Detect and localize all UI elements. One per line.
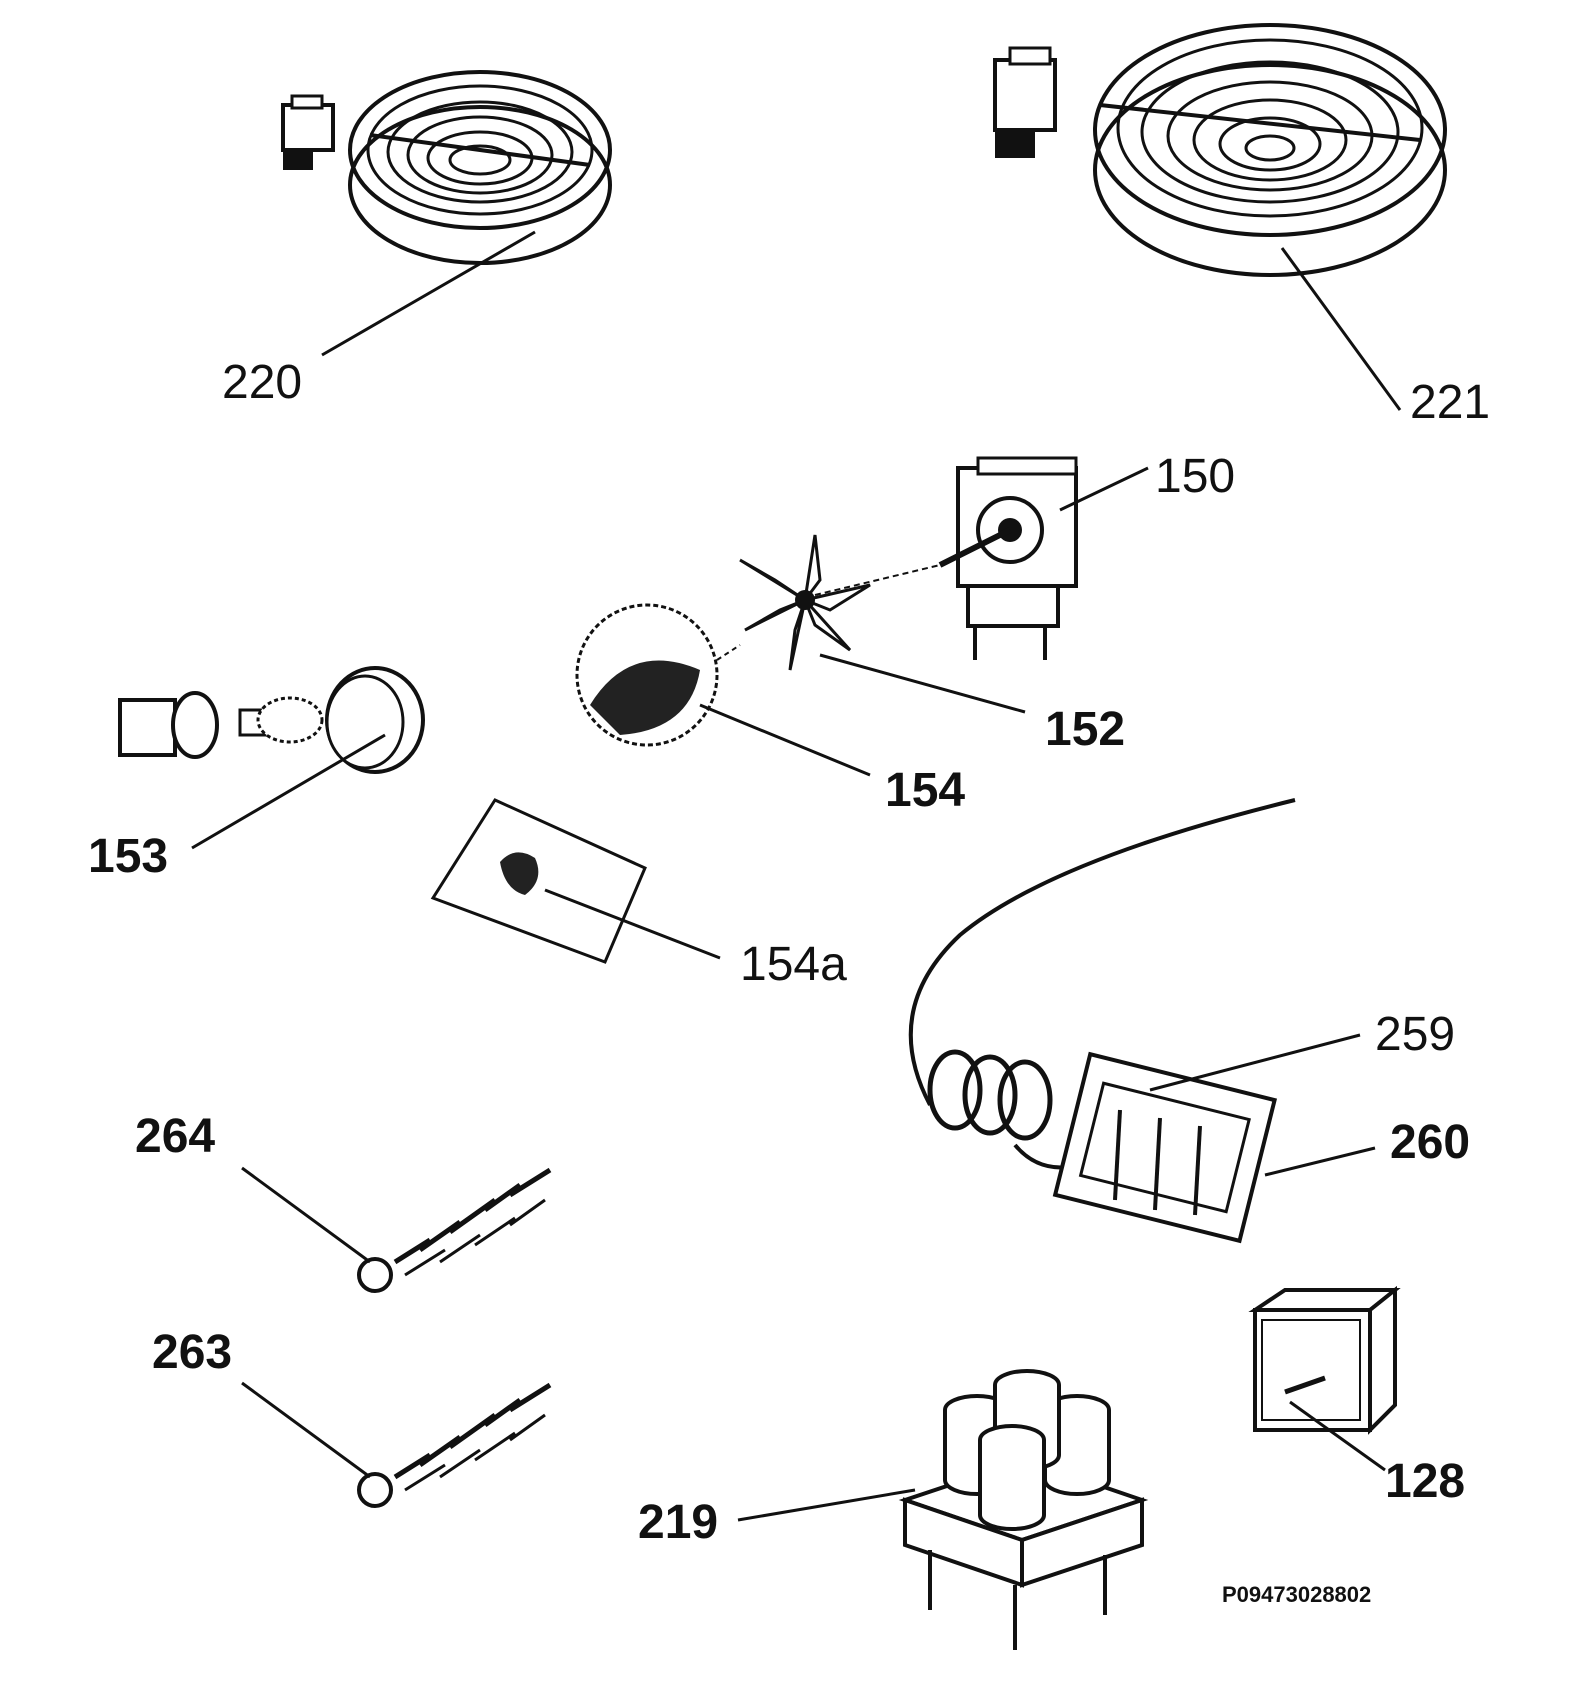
part-259-thermostat[interactable]	[908, 798, 1296, 1244]
part-152-fan-blade[interactable]	[739, 534, 941, 671]
label-220: 220	[222, 356, 302, 409]
leader-152	[819, 653, 1026, 714]
leader-259	[1149, 1033, 1361, 1092]
leader-154	[699, 703, 871, 777]
label-263: 263	[152, 1326, 232, 1379]
label-154a: 154a	[740, 938, 847, 991]
part-221-hotplate[interactable]	[993, 23, 1447, 277]
leader-260	[1264, 1146, 1376, 1177]
leader-221	[1280, 247, 1402, 411]
label-150: 150	[1155, 450, 1235, 503]
leader-154a	[544, 888, 721, 960]
leader-150	[1059, 466, 1149, 512]
label-221: 221	[1410, 376, 1490, 429]
part-153-lamp-assembly[interactable]	[118, 666, 425, 774]
leader-264	[241, 1166, 371, 1264]
part-154a-seal-pack[interactable]	[430, 798, 647, 964]
label-128: 128	[1385, 1455, 1465, 1508]
drawing-reference: P09473028802	[1222, 1582, 1371, 1607]
leader-153	[191, 733, 386, 850]
part-128-relay[interactable]	[1248, 1285, 1401, 1435]
label-152: 152	[1045, 703, 1125, 756]
part-264-switch[interactable]	[357, 1167, 552, 1293]
leader-219	[737, 1488, 916, 1522]
leader-128	[1289, 1400, 1386, 1472]
part-219-capacitor[interactable]	[898, 1369, 1149, 1650]
part-263-switch[interactable]	[357, 1382, 552, 1508]
part-220-hotplate[interactable]	[281, 70, 612, 265]
label-153: 153	[88, 830, 168, 883]
part-150-fan-motor[interactable]	[938, 456, 1078, 660]
label-154: 154	[885, 764, 965, 817]
label-259: 259	[1375, 1008, 1455, 1061]
label-219: 219	[638, 1496, 718, 1549]
leader-220	[321, 230, 536, 357]
label-260: 260	[1390, 1116, 1470, 1169]
label-264: 264	[135, 1110, 215, 1163]
part-154-lamp-glass[interactable]	[575, 603, 741, 747]
leader-263	[241, 1381, 371, 1479]
